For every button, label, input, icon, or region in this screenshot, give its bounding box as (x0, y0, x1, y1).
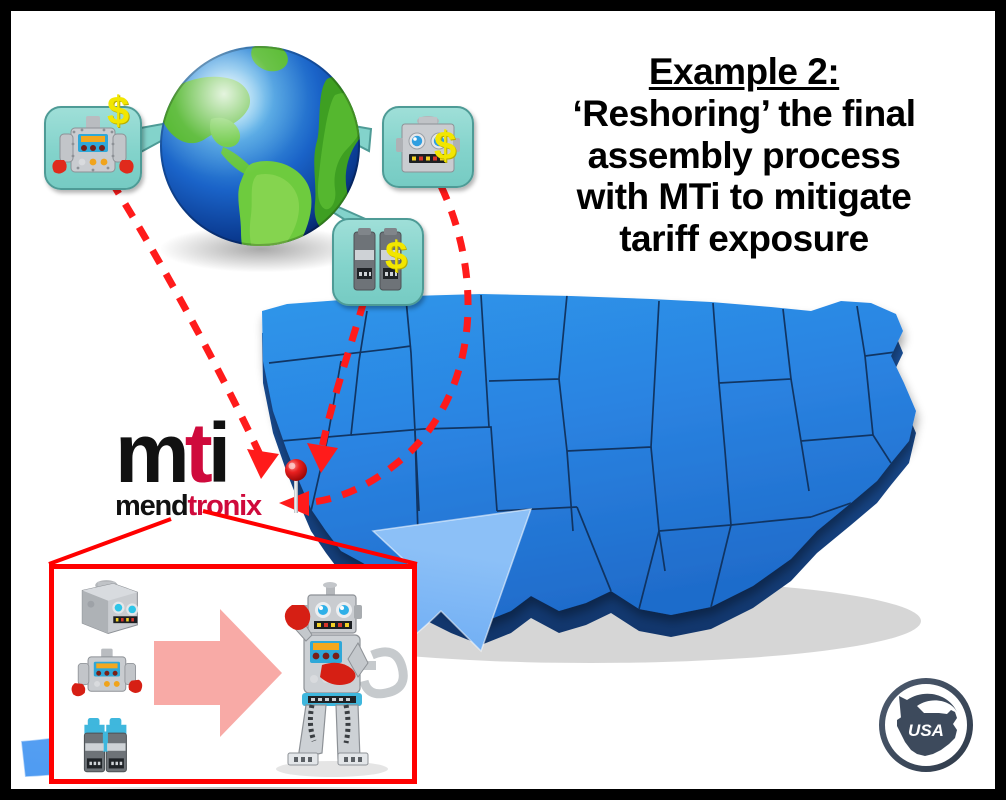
mti-letter-m: m (115, 406, 190, 500)
assembly-detail-inset[interactable] (49, 564, 417, 784)
arrow-from-legs (317, 299, 368, 454)
earth-globe (160, 46, 360, 246)
dollar-sign-legs: $ (385, 234, 408, 278)
assembled-robot (276, 582, 408, 777)
callout-box-torso[interactable] (44, 106, 142, 190)
assembly-arrow (154, 609, 282, 737)
windup-key (359, 647, 408, 699)
map-pin (285, 459, 307, 513)
mendtronix-accent: tronix (187, 489, 263, 522)
mti-accent-t: t (184, 406, 213, 500)
dollar-sign-head: $ (434, 124, 457, 168)
title-line-1: Example 2: (648, 51, 840, 92)
usa-map-silhouette (897, 710, 957, 756)
reshoring-curved-arrow (899, 693, 957, 718)
inset-robot-legs (83, 718, 127, 773)
slide-canvas: $ (11, 11, 995, 789)
title-line-4: with MTi to mitigate (576, 176, 912, 218)
inset-robot-head (81, 580, 139, 635)
usa-badge-label: USA (908, 721, 944, 740)
made-in-usa-badge: USA (879, 678, 973, 772)
assembly-diagram (71, 580, 408, 777)
mendtronix-black: mend (115, 489, 189, 522)
title-line-2: ‘Reshoring’ the final (572, 92, 916, 134)
title-line-3: assembly process (587, 134, 901, 176)
mti-wordmark: mti (115, 411, 275, 495)
robot-head-icon (396, 116, 460, 173)
title-line-5: tariff exposure (619, 218, 869, 260)
inset-robot-torso (71, 648, 143, 697)
robot-legs-icon (353, 228, 402, 291)
mti-letter-i: i (207, 406, 231, 500)
mti-logo: mti mendtronix (115, 411, 275, 524)
inset-shadow (55, 787, 417, 789)
state-borders (268, 294, 904, 610)
mendtronix-wordmark: mendtronix (115, 490, 275, 523)
dollar-sign-torso: $ (107, 89, 130, 133)
callout-box-head[interactable] (382, 106, 474, 188)
callout-box-legs[interactable] (332, 218, 424, 306)
page-title: Example 2: ‘Reshoring’ the final assembl… (509, 51, 979, 260)
robot-torso-icon (52, 116, 134, 174)
